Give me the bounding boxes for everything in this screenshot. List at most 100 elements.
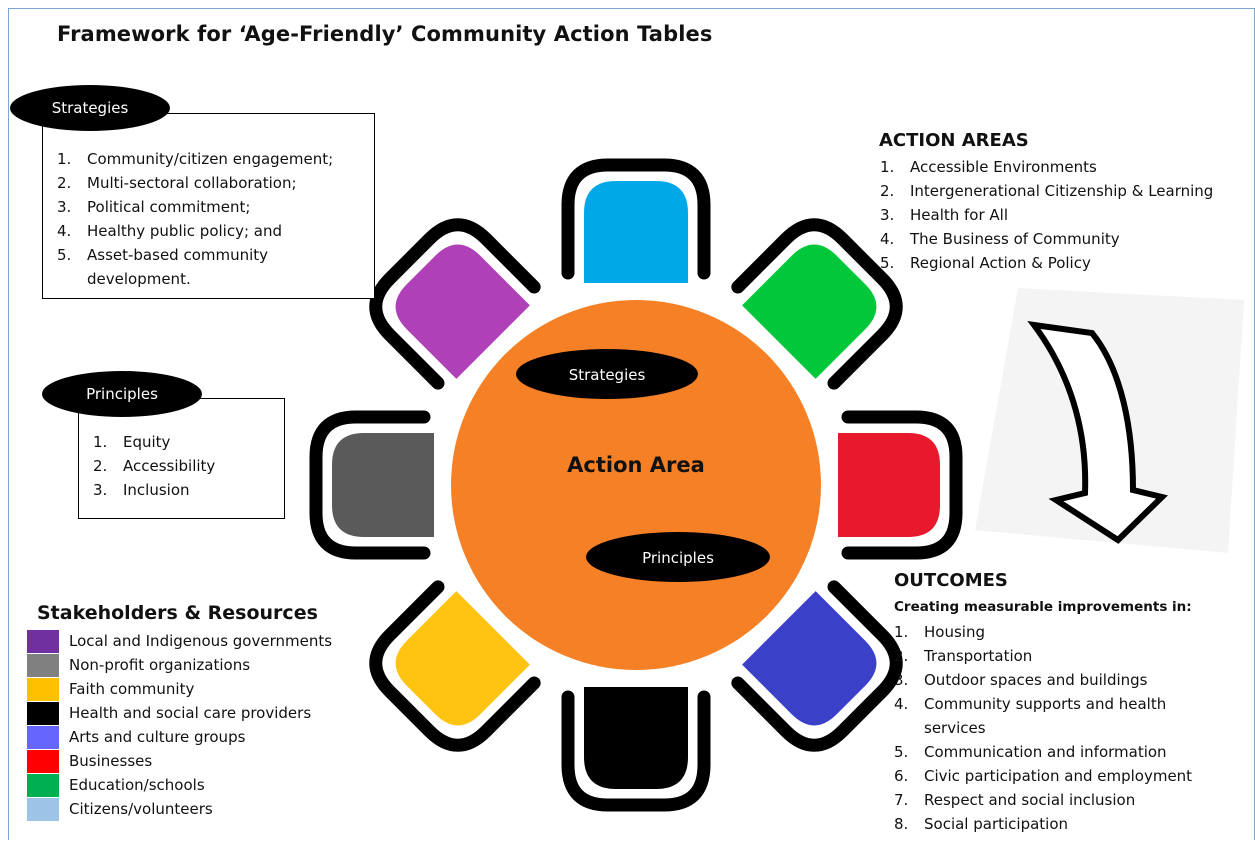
action-area-item-number: 5. xyxy=(880,254,895,272)
outcome-item-number: 2. xyxy=(894,647,909,665)
chair-seat xyxy=(838,433,940,537)
chair-seat xyxy=(742,591,877,726)
legend-label: Citizens/volunteers xyxy=(69,800,213,818)
legend-label: Faith community xyxy=(69,680,195,698)
chair-backrest xyxy=(561,158,711,280)
page-title: Framework for ‘Age-Friendly’ Community A… xyxy=(57,22,713,46)
action-area-item-number: 1. xyxy=(880,158,895,176)
action-area-item: 4. The Business of Community xyxy=(880,227,1250,251)
strategy-item-number: 3. xyxy=(57,198,72,216)
strategies-tag: Strategies xyxy=(10,85,170,131)
strategy-item-text: Community/citizen engagement; xyxy=(87,150,334,168)
outcome-item: 8. Social participation xyxy=(894,812,1219,836)
principle-item-number: 3. xyxy=(93,481,108,499)
strategy-item: 3.Political commitment; xyxy=(57,195,373,219)
outcome-item-text: Transportation xyxy=(924,647,1033,665)
principle-item: 3. Inclusion xyxy=(93,478,283,502)
action-area-item-number: 4. xyxy=(880,230,895,248)
flow-arrow xyxy=(975,288,1244,553)
table-strategies-label: Strategies xyxy=(569,366,646,384)
legend-row: Local and Indigenous governments xyxy=(27,629,332,653)
chair-bottom-left xyxy=(369,580,541,752)
strategy-item: 1.Community/citizen engagement; xyxy=(57,147,373,171)
principle-item-text: Inclusion xyxy=(123,481,190,499)
action-area-item-number: 2. xyxy=(880,182,895,200)
outcome-item: 5.Communication and information xyxy=(894,740,1219,764)
chair-backrest xyxy=(731,580,903,752)
legend-row: Education/schools xyxy=(27,773,332,797)
outcome-item: 2. Transportation xyxy=(894,644,1219,668)
principle-item-number: 2. xyxy=(93,457,108,475)
outcome-item: 4. Community supports and health services xyxy=(894,692,1219,740)
table-principles-pill xyxy=(586,532,770,582)
action-areas-heading: ACTION AREAS xyxy=(879,130,1029,151)
action-area-item-text: Health for All xyxy=(910,206,1009,224)
strategies-tag-label: Strategies xyxy=(51,99,129,117)
legend-row: Businesses xyxy=(27,749,332,773)
legend-row: Non-profit organizations xyxy=(27,653,332,677)
outcome-item-number: 8. xyxy=(894,815,909,833)
outcome-item-text: Social participation xyxy=(924,815,1069,833)
principle-item-text: Equity xyxy=(123,433,171,451)
chair-top xyxy=(561,158,711,283)
action-area-item-number: 3. xyxy=(880,206,895,224)
outcome-item-text: Civic participation and employment xyxy=(924,767,1193,785)
legend-label: Education/schools xyxy=(69,776,205,794)
chair-bottom xyxy=(561,687,711,812)
legend-swatch xyxy=(27,797,59,821)
action-area-item-text: Intergenerational Citizenship & Learning xyxy=(910,182,1214,200)
chair-top-right xyxy=(731,218,903,390)
legend-label: Local and Indigenous governments xyxy=(69,632,333,650)
strategies-list: 1.Community/citizen engagement; 2. Multi-s… xyxy=(57,147,373,291)
chair-seat xyxy=(395,244,530,379)
legend-swatch xyxy=(27,677,59,701)
principles-list: 1. Equity 2. Accessibility 3. Inclusion xyxy=(93,430,283,502)
chair-backrest xyxy=(369,580,541,752)
chair-seat xyxy=(742,244,877,379)
chair-backrest xyxy=(309,410,431,560)
strategy-item-text: Multi-sectoral collaboration; xyxy=(87,174,297,192)
outcome-item-text: Housing xyxy=(924,623,985,641)
chairs-group xyxy=(309,158,963,812)
action-area-item: 3. Health for All xyxy=(880,203,1250,227)
chair-right xyxy=(838,410,963,560)
outcome-item-number: 4. xyxy=(894,695,909,713)
chair-seat xyxy=(395,591,530,726)
chair-backrest xyxy=(841,410,963,560)
principle-item: 1. Equity xyxy=(93,430,283,454)
chair-seat xyxy=(332,433,434,537)
strategy-item-number: 4. xyxy=(57,222,72,240)
chair-top-left xyxy=(369,218,541,390)
table-principles-label: Principles xyxy=(642,549,714,567)
legend-row: Health and social care providers xyxy=(27,701,332,725)
action-area-item-text: Regional Action & Policy xyxy=(910,254,1091,272)
strategies-box: 1.Community/citizen engagement; 2. Multi-s… xyxy=(42,113,375,299)
outcome-item: 7.Respect and social inclusion xyxy=(894,788,1219,812)
legend-swatch xyxy=(27,749,59,773)
outcomes-heading: OUTCOMES xyxy=(894,570,1008,591)
strategy-item-text: Asset-based community development. xyxy=(87,246,269,288)
action-area-item-text: Accessible Environments xyxy=(910,158,1097,176)
principle-item: 2. Accessibility xyxy=(93,454,283,478)
outcome-item-number: 3. xyxy=(894,671,909,689)
legend-label: Businesses xyxy=(69,752,153,770)
legend-swatch xyxy=(27,773,59,797)
strategy-item-number: 2. xyxy=(57,174,72,192)
principles-tag: Principles xyxy=(42,371,202,417)
chair-seat xyxy=(584,181,688,283)
action-area-item-text: The Business of Community xyxy=(910,230,1120,248)
chair-backrest xyxy=(561,690,711,812)
action-areas-list: 1. Accessible Environments 2. Intergenerati… xyxy=(880,155,1250,275)
legend-label: Health and social care providers xyxy=(69,704,312,722)
principle-item-number: 1. xyxy=(93,433,108,451)
outcome-item-text: Community supports and health services xyxy=(924,695,1167,737)
outcomes-subheading: Creating measurable improvements in: xyxy=(894,599,1192,615)
legend-swatch xyxy=(27,725,59,749)
stakeholders-heading: Stakeholders & Resources xyxy=(37,602,318,624)
table-strategies-pill xyxy=(516,349,698,399)
legend-swatch xyxy=(27,701,59,725)
principles-tag-label: Principles xyxy=(86,385,158,403)
principle-item-text: Accessibility xyxy=(123,457,216,475)
